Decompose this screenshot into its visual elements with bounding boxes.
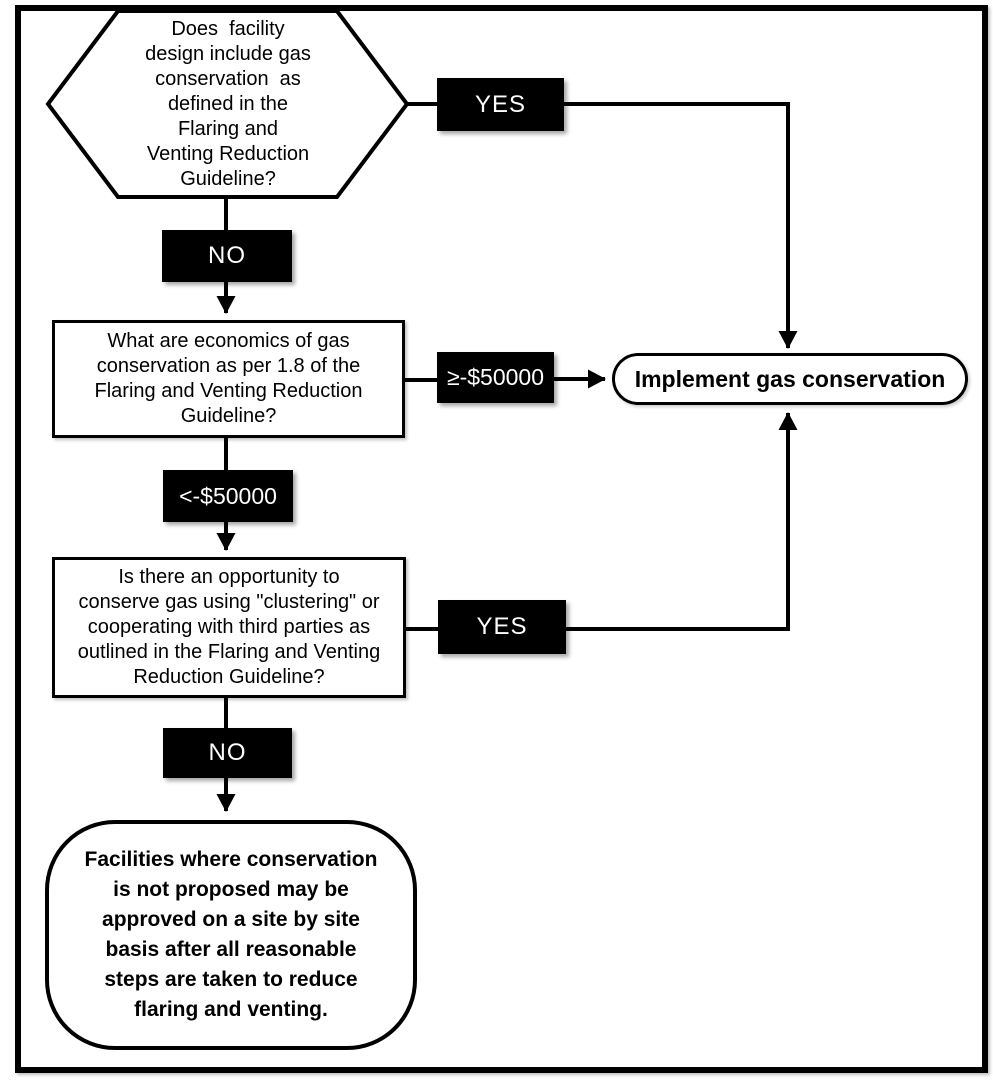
hexagon-decision-shape bbox=[45, 9, 410, 199]
node-site-by-site-approval: Facilities where conservation is not pro… bbox=[45, 820, 417, 1050]
edge-label-ge-neg-50000: ≥-$50000 bbox=[437, 352, 554, 403]
node-economics-question: What are economics of gas conservation a… bbox=[52, 320, 405, 438]
node-implement-gas-conservation: Implement gas conservation bbox=[612, 353, 968, 405]
node-facility-design-decision: Does facility design include gas conserv… bbox=[145, 17, 311, 190]
edge-label-yes-1: YES bbox=[437, 78, 564, 131]
edge-label-no-2: NO bbox=[163, 728, 292, 778]
arrow-yes1-to-implement bbox=[564, 102, 798, 349]
node-clustering-question: Is there an opportunity to conserve gas … bbox=[52, 557, 406, 698]
edge-label-lt-neg-50000: <-$50000 bbox=[163, 470, 293, 522]
arrow-yes2-to-implement bbox=[566, 412, 798, 631]
outer-border bbox=[15, 5, 988, 1073]
edge-label-yes-2: YES bbox=[438, 600, 566, 654]
edge-label-no-1: NO bbox=[162, 230, 292, 282]
